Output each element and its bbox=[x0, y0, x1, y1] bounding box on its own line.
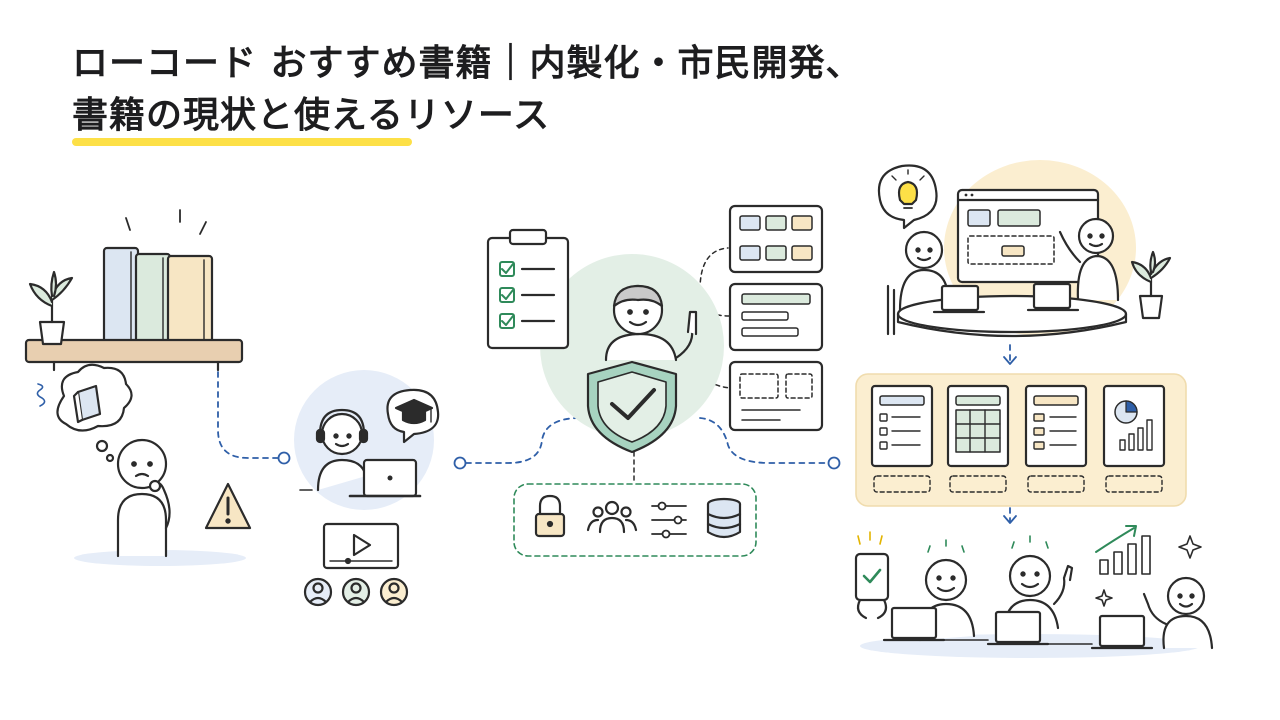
page-title-line-2: 書籍の現状と使えるリソース bbox=[72, 95, 551, 136]
sliders-icon bbox=[651, 501, 687, 539]
ui-card-form bbox=[728, 282, 824, 352]
meeting-person-right bbox=[1058, 217, 1120, 302]
sparkle-icon bbox=[1095, 535, 1202, 607]
meeting-table bbox=[896, 294, 1128, 338]
tablet-check-icon bbox=[854, 531, 890, 620]
list-icon bbox=[1024, 384, 1088, 468]
warning-icon bbox=[204, 482, 252, 530]
video-player-icon bbox=[322, 522, 400, 570]
team-meeting-section bbox=[877, 160, 1172, 338]
shield-check-icon bbox=[586, 360, 678, 454]
growth-chart-icon bbox=[1095, 525, 1151, 575]
happy-team-section bbox=[854, 525, 1214, 658]
table-icon bbox=[946, 384, 1010, 468]
title-underline bbox=[72, 138, 412, 146]
team-person-3 bbox=[1142, 576, 1214, 650]
clipboard-icon bbox=[486, 228, 570, 350]
headset-icon bbox=[315, 408, 369, 456]
ui-card-wireframe bbox=[728, 360, 824, 432]
team-icon bbox=[586, 500, 638, 534]
lightbulb-icon bbox=[877, 164, 938, 230]
governance-tools-panel bbox=[513, 483, 757, 557]
database-icon bbox=[706, 497, 742, 539]
dashed-placeholders bbox=[873, 475, 1163, 493]
learner-section bbox=[294, 370, 440, 607]
page-title-line-1: ローコード おすすめ書籍｜内製化・市民開発、 bbox=[72, 43, 863, 84]
lock-icon bbox=[534, 494, 566, 538]
participants-avatars bbox=[303, 577, 409, 607]
meeting-person-left bbox=[886, 230, 950, 336]
ui-card-grid bbox=[728, 204, 824, 274]
plant-icon bbox=[28, 270, 74, 346]
graduation-cap-icon bbox=[386, 388, 440, 444]
flow-arrows bbox=[1003, 356, 1017, 524]
plant-icon bbox=[1130, 250, 1172, 320]
laptop-icon bbox=[348, 458, 422, 498]
whiteboard-icon bbox=[956, 188, 1100, 284]
flow-connectors bbox=[217, 344, 1011, 523]
form-icon bbox=[870, 384, 934, 468]
title-block: ローコード おすすめ書籍｜内製化・市民開発、 書籍の現状と使えるリソース bbox=[72, 38, 863, 142]
laptop-icon bbox=[932, 282, 1080, 314]
laptop-icon bbox=[882, 606, 1154, 650]
thought-book-icon bbox=[72, 384, 102, 424]
app-screens-section bbox=[855, 373, 1187, 507]
governance-section bbox=[486, 204, 824, 557]
presenter-person bbox=[604, 284, 698, 362]
pie-chart-icon bbox=[1102, 384, 1166, 468]
books-icon bbox=[102, 209, 214, 352]
bookshelf bbox=[24, 338, 244, 372]
confused-person bbox=[36, 363, 246, 566]
flow-nodes bbox=[277, 451, 841, 470]
